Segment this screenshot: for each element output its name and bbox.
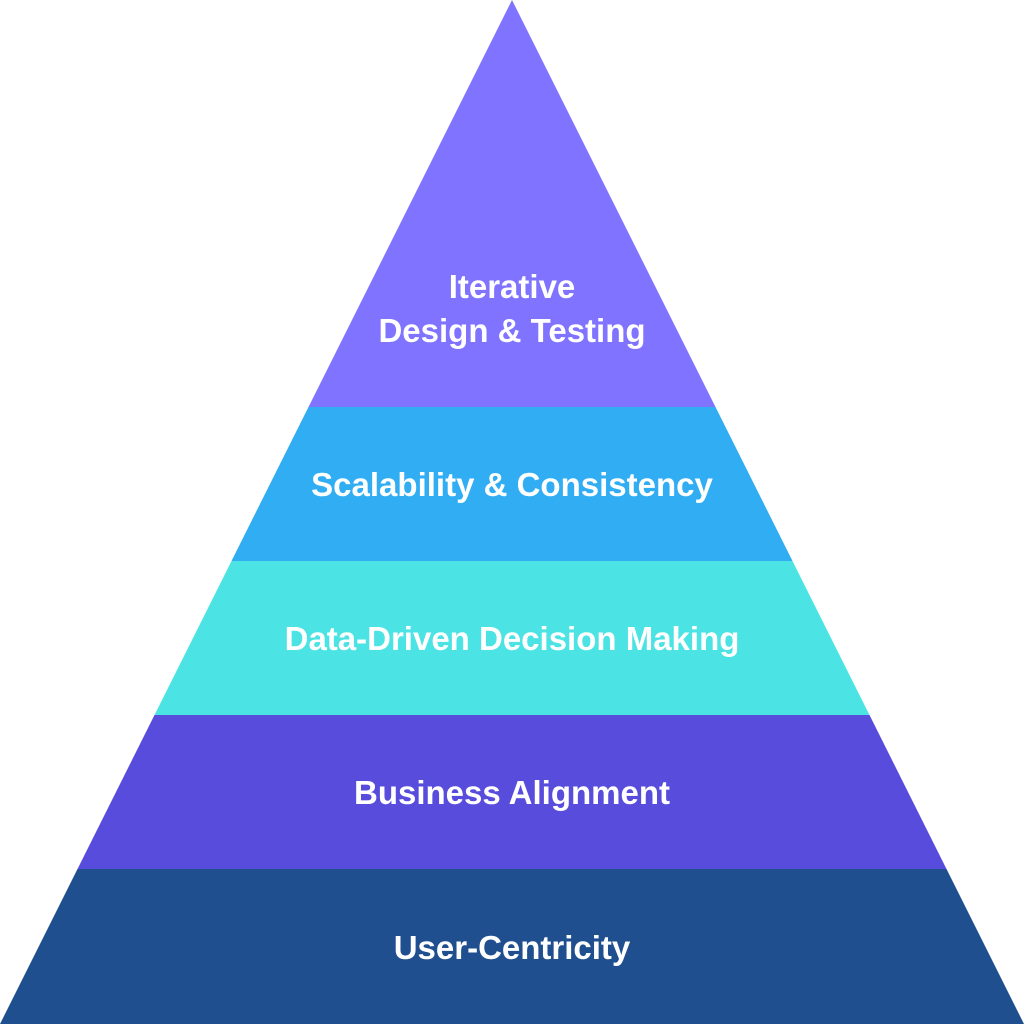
label-line: Iterative [448, 268, 576, 305]
layer-label-data-driven: Data-Driven Decision Making [284, 620, 740, 657]
layer-label-business: Business Alignment [354, 774, 670, 811]
layer-label-scalability: Scalability & Consistency [311, 466, 713, 503]
label-line: Design & Testing [378, 312, 646, 349]
layer-business-alignment [77, 715, 947, 869]
layer-iterative-design [308, 0, 716, 407]
layer-label-iterative: Iterative Design & Testing [0, 265, 1024, 353]
layer-user-centricity [0, 869, 1024, 1024]
layer-data-driven [154, 561, 870, 715]
layer-scalability [231, 407, 793, 561]
layer-label-user: User-Centricity [393, 929, 631, 966]
